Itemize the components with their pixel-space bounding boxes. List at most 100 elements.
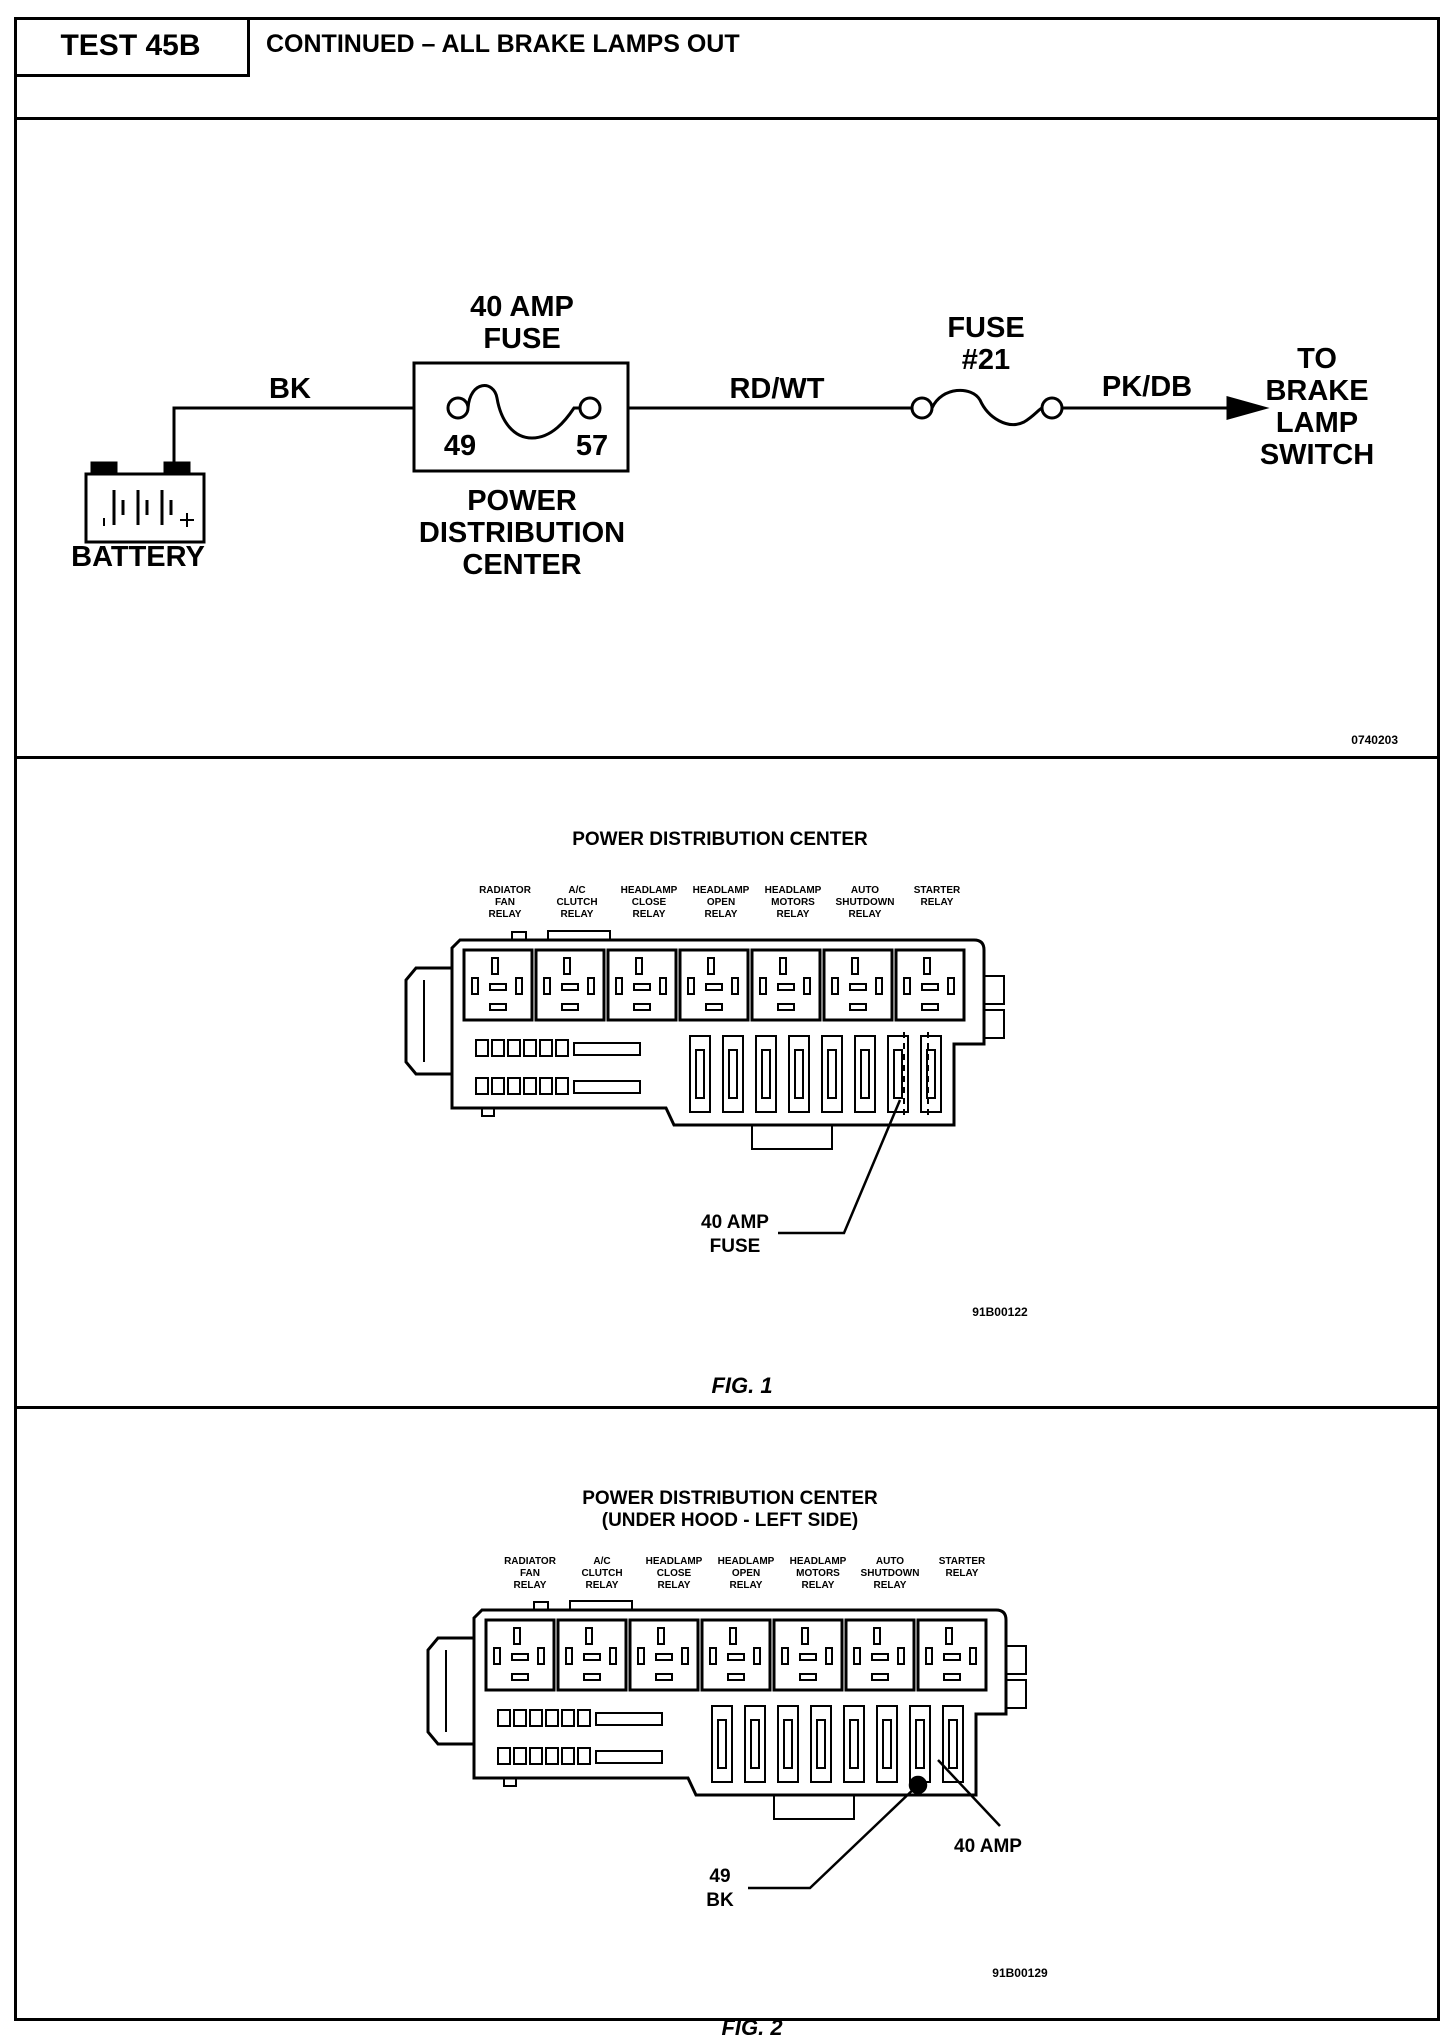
fig2-callout-amp: 40 AMP <box>954 1836 1022 1857</box>
fuse-21-icon <box>930 388 1043 426</box>
relay-socket <box>462 948 534 1022</box>
wire-bk <box>172 406 414 462</box>
fig1-title: POWER DISTRIBUTION CENTER <box>572 829 868 850</box>
maxi-fuse <box>810 1705 832 1783</box>
maxi-fuse-element <box>948 1719 958 1769</box>
fig2-relay-label: RELAY <box>514 1580 547 1591</box>
relay-pin <box>635 957 643 975</box>
header-divider <box>14 117 1440 120</box>
fig1-relay-label: RELAY <box>705 909 738 920</box>
fig2-relay-label: CLUTCH <box>581 1568 622 1579</box>
fuse-21-terminal-a <box>910 396 934 420</box>
maxi-fuse-element <box>794 1049 804 1099</box>
relay-pin <box>799 1673 817 1681</box>
relay-pin <box>615 977 623 995</box>
fig2-caption: FIG. 2 <box>721 2015 783 2038</box>
fig2-relay-label: OPEN <box>732 1568 760 1579</box>
maxi-fuse-element <box>849 1719 859 1769</box>
battery-label: BATTERY <box>71 541 205 573</box>
relay-pin <box>727 1653 745 1661</box>
fig1-relay-label: STARTER <box>914 885 961 896</box>
relay-pin <box>687 977 695 995</box>
fuse-40a-terminal-49 <box>446 396 470 420</box>
maxi-fuse-element <box>893 1049 903 1099</box>
relay-pin <box>609 1647 617 1665</box>
cartridge-fuse <box>595 1750 663 1764</box>
fig2-title-line1: POWER DISTRIBUTION CENTER <box>582 1488 878 1509</box>
relay-pin <box>825 1647 833 1665</box>
relay-socket <box>628 1618 700 1692</box>
fig1-relay-label: MOTORS <box>771 897 815 908</box>
relay-socket <box>700 1618 772 1692</box>
pdc-bottom-tab <box>751 1124 833 1150</box>
maxi-fuse <box>942 1705 964 1783</box>
relay-pin <box>637 1647 645 1665</box>
test-id-box: TEST 45B <box>14 17 250 77</box>
relay-pin <box>779 957 787 975</box>
relay-pin <box>759 977 767 995</box>
relay-pin <box>543 977 551 995</box>
fig2-pdc-drawing <box>426 1600 1027 1820</box>
relay-pin <box>705 983 723 991</box>
maxi-fuse <box>711 1705 733 1783</box>
schematic-ref: 0740203 <box>1351 733 1398 747</box>
mini-fuse <box>555 1077 569 1095</box>
pdc-label-line3: CENTER <box>462 549 581 581</box>
relay-socket <box>678 948 750 1022</box>
dest-label-line1: TO <box>1297 343 1337 375</box>
mini-fuse <box>545 1709 559 1727</box>
relay-pin <box>655 1673 673 1681</box>
fig1-relay-label: CLUTCH <box>556 897 597 908</box>
relay-pin <box>871 1653 889 1661</box>
maxi-fuse-element <box>761 1049 771 1099</box>
fig2-relay-label: RELAY <box>802 1580 835 1591</box>
relay-pin <box>849 983 867 991</box>
fig2-title-line2: (UNDER HOOD - LEFT SIDE) <box>602 1510 859 1531</box>
mini-fuse <box>529 1709 543 1727</box>
fig1-relay-label: CLOSE <box>632 897 667 908</box>
relay-pin <box>513 1627 521 1645</box>
relay-pin <box>633 1003 651 1011</box>
relay-pin <box>583 1673 601 1681</box>
fig2-relay-label: RADIATOR <box>504 1556 557 1567</box>
pdc-housing <box>472 1608 1008 1797</box>
fig1-relay-label: HEADLAMP <box>621 885 678 896</box>
pdc-housing <box>450 938 986 1127</box>
maxi-fuse <box>777 1705 799 1783</box>
maxi-fuse-element <box>695 1049 705 1099</box>
fig1-relay-label: SHUTDOWN <box>836 897 895 908</box>
maxi-fuse-element <box>750 1719 760 1769</box>
relay-pin <box>945 1627 953 1645</box>
relay-socket <box>750 948 822 1022</box>
schematic <box>84 361 1270 544</box>
mini-fuse <box>561 1747 575 1765</box>
cartridge-fuse <box>573 1042 641 1056</box>
section-divider-2 <box>14 1406 1440 1409</box>
fig1-relay-labels: RADIATORFANRELAYA/CCLUTCHRELAYHEADLAMPCL… <box>479 885 961 920</box>
mini-fuse <box>545 1747 559 1765</box>
relay-pin <box>731 977 739 995</box>
mini-fuse <box>475 1039 489 1057</box>
fig2-callout-pin: 49 <box>709 1866 730 1887</box>
fuse-40a-label-line1: 40 AMP <box>470 291 574 323</box>
fig1-relay-label: HEADLAMP <box>765 885 822 896</box>
maxi-fuse <box>788 1035 810 1113</box>
fuse-21-label-line2: #21 <box>962 344 1010 376</box>
mini-fuse <box>523 1077 537 1095</box>
mini-fuse <box>561 1709 575 1727</box>
fig2-relay-label: CLOSE <box>657 1568 692 1579</box>
relay-pin <box>947 977 955 995</box>
fuse-40a-terminal-57 <box>578 396 602 420</box>
fig1-relay-label: RELAY <box>633 909 666 920</box>
pdc-top-tab <box>533 1601 549 1611</box>
relay-pin <box>657 1627 665 1645</box>
pdc-label-line1: POWER <box>467 485 577 517</box>
wire-rd-wt-label: RD/WT <box>729 373 824 405</box>
fig2-relay-label: RELAY <box>730 1580 763 1591</box>
fig2-relay-label: HEADLAMP <box>790 1556 847 1567</box>
pdc-bottom-tab <box>773 1794 855 1820</box>
relay-pin <box>511 1653 529 1661</box>
relay-pin <box>587 977 595 995</box>
fig1-relay-label: HEADLAMP <box>693 885 750 896</box>
